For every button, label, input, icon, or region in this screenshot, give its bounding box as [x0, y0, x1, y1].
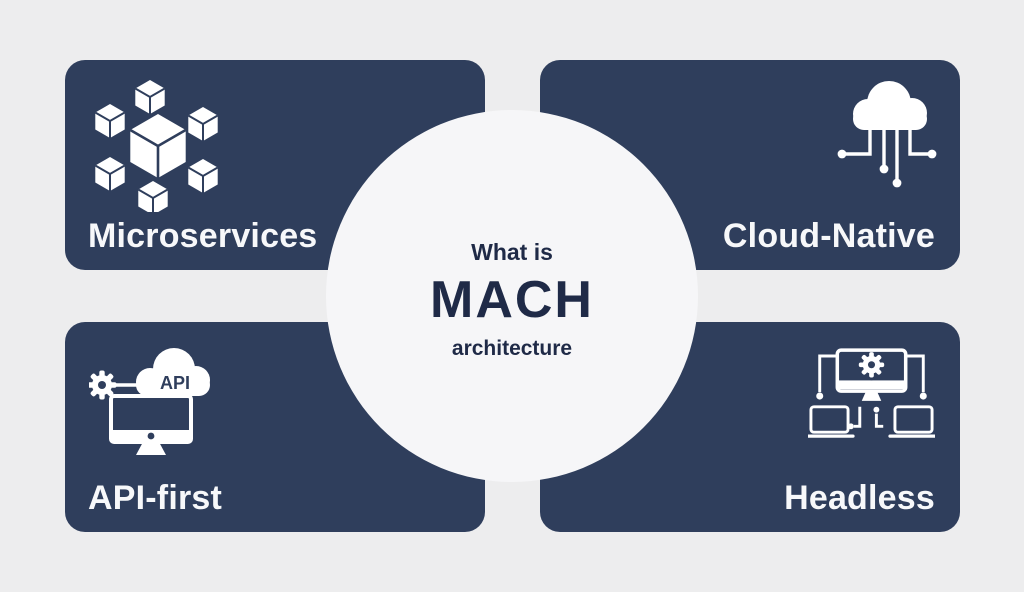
card-title-microservices: Microservices [88, 217, 318, 255]
card-title-cloud-native: Cloud-Native [722, 217, 935, 255]
cloud-circuit-icon [837, 81, 937, 188]
center-title-line3: architecture [451, 337, 573, 360]
api-badge-text: API [160, 373, 190, 393]
card-title-headless: Headless [784, 479, 935, 517]
card-title-api-first: API-first [88, 479, 223, 517]
center-title-block: What is MACH architecture [0, 238, 1024, 362]
center-circle [326, 110, 698, 482]
monitor-gear-laptops-icon [808, 348, 935, 438]
center-title-main: MACH [430, 271, 594, 329]
gear-cloud-monitor-icon: API [89, 348, 210, 455]
cubes-network-icon [94, 79, 219, 212]
center-title-line1: What is [471, 239, 553, 265]
